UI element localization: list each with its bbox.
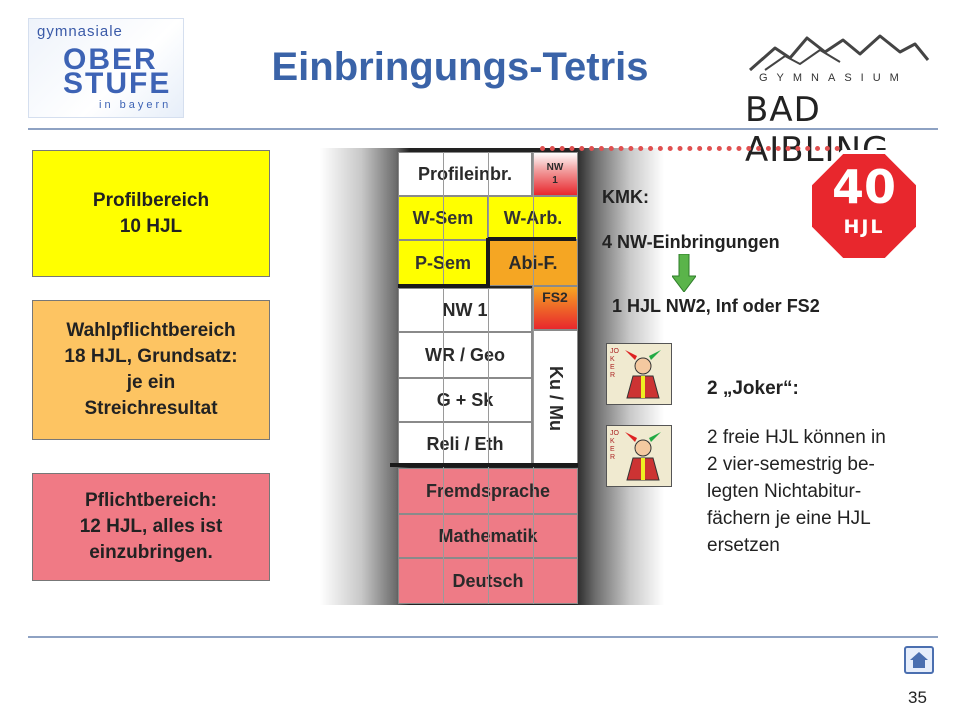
logo-gymnasiale-oberstufe: gymnasiale OBER STUFE in bayern <box>28 18 184 118</box>
pflichtbereich-label: Pflichtbereich: 12 HJL, alles ist einzub… <box>79 490 223 563</box>
cell-reli-eth: Reli / Eth <box>398 422 532 466</box>
cell-ku-mu: Ku / Mu <box>532 330 578 466</box>
page-number: 35 <box>908 688 927 707</box>
joker-card-icon: JOKER <box>606 343 672 405</box>
block-separator <box>488 237 576 241</box>
wahlpflichtbereich-box: Wahlpflichtbereich 18 HJL, Grundsatz: je… <box>32 300 270 440</box>
profilbereich-label: Profilbereich 10 HJL <box>92 189 210 237</box>
home-button[interactable] <box>904 646 934 674</box>
jester-icon <box>625 432 661 481</box>
logo-left-line3: STUFE <box>63 67 172 100</box>
joker-card-label: JOKER <box>610 430 619 461</box>
dotted-limit-line <box>540 146 840 151</box>
stop-sign-number: 40 <box>831 160 896 214</box>
cell-g-sk: G + Sk <box>398 378 532 422</box>
stop-sign-unit: HJL <box>843 216 885 238</box>
block-separator <box>390 463 578 467</box>
cell-profileinbr: Profileinbr. <box>398 152 532 196</box>
cell-wr-geo: WR / Geo <box>398 332 532 378</box>
arrow-down-icon <box>672 254 696 292</box>
joker-card-icon: JOKER <box>606 425 672 487</box>
home-icon <box>910 652 928 668</box>
logo-gymnasium-bad-aibling: GYMNASIUM BAD AIBLING <box>745 30 930 170</box>
cell-ku-mu-label: Ku / Mu <box>545 365 566 431</box>
logo-left-line2: OBER <box>63 43 158 76</box>
footer-divider <box>28 636 938 638</box>
kmk-text: 4 NW-Einbringungen <box>602 232 780 252</box>
logo-left-line4: in bayern <box>99 99 172 111</box>
joker-title: 2 „Joker“: <box>707 378 799 399</box>
header-divider <box>28 128 938 130</box>
cell-nw1-small: NW 1 <box>532 152 578 196</box>
stop-sign: 40 HJL <box>812 154 916 258</box>
pflichtbereich-box: Pflichtbereich: 12 HJL, alles ist einzub… <box>32 473 270 581</box>
mountains-icon <box>749 34 930 72</box>
wahlpflichtbereich-label: Wahlpflichtbereich 18 HJL, Grundsatz: je… <box>64 320 238 419</box>
kmk-label: KMK: <box>602 187 649 207</box>
logo-right-line1: GYMNASIUM <box>759 72 908 84</box>
block-separator <box>486 238 490 288</box>
joker-text: 2 freie HJL können in 2 vier-semestrig b… <box>707 427 886 556</box>
nw2-text: 1 HJL NW2, Inf oder FS2 <box>612 296 820 316</box>
profilbereich-box: Profilbereich 10 HJL <box>32 150 270 277</box>
cell-fs2: FS2 <box>532 286 578 330</box>
grid-line <box>443 152 444 604</box>
page-title: Einbringungs-Tetris <box>271 45 649 89</box>
grid-line <box>533 152 534 604</box>
jester-icon <box>625 350 661 399</box>
grid-line <box>488 152 489 604</box>
block-separator <box>398 284 488 288</box>
joker-card-label: JOKER <box>610 348 619 379</box>
cell-nw-1: NW 1 <box>398 288 532 332</box>
logo-left-line1: gymnasiale <box>37 23 123 40</box>
